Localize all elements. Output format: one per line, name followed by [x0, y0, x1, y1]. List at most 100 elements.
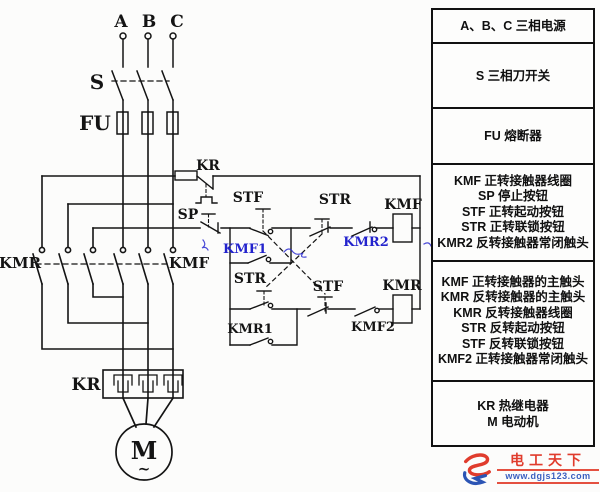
legend-line: KMR 反转接触器线圈: [453, 305, 573, 320]
kmr-coil-label: KMR: [382, 278, 422, 294]
terminal-b: [144, 32, 152, 40]
thermal-relay-contact-kr: KR: [174, 158, 421, 310]
kmf1-terminal: [265, 256, 272, 263]
str-nc-blade: [309, 221, 331, 237]
sp-nc-blade: [200, 221, 221, 234]
stf-no-label: STF: [233, 190, 264, 206]
terminal-c: [169, 32, 177, 40]
terminal-a: [119, 32, 127, 40]
kmf2-terminal: [374, 307, 380, 314]
legend-line: KMR2 反转接触器常闭触头: [437, 235, 589, 250]
legend-section-fuse: FU 熔断器: [433, 107, 593, 163]
legend-section-reverse-control: KMF 正转接触器的主触头 KMR 反转接触器的主触头 KMR 反转接触器线圈 …: [433, 260, 593, 380]
kmr2-blade: [351, 221, 373, 237]
kr-heater-box: [102, 369, 184, 399]
kmr1-terminal: [267, 338, 274, 345]
rev-interlock-stf-nc: STF: [307, 279, 356, 317]
mech-link-dashes: [262, 230, 326, 295]
kmf1-blade: [247, 254, 267, 264]
str-no-blade: [249, 301, 269, 310]
reverse-main-contacts-kmr: KMR: [0, 246, 174, 350]
legend-line: KMR 反转接触器的主触头: [440, 290, 586, 304]
motor-label: M: [131, 436, 158, 465]
kmf-coil-label: KMF: [384, 197, 422, 213]
watermark: 电工天下 www.dgjs123.com: [461, 446, 599, 491]
legend-line: SP 停止按钮: [478, 189, 548, 204]
contactor-feed-taps: [41, 175, 201, 248]
kmf-contact-blades: [113, 253, 174, 285]
legend-section-switch: S 三相刀开关: [433, 42, 593, 107]
phase-lower-lines: [122, 283, 174, 399]
kmf2-blade: [354, 306, 376, 317]
legend-line: KR 热继电器: [477, 398, 549, 413]
supply-leads: [122, 38, 174, 68]
kmf-main-label: KMF: [169, 254, 210, 272]
tap-verticals: [41, 175, 94, 248]
legend-line: STF 正转起动按钮: [461, 204, 565, 219]
rev-start-button-str: STR: [229, 271, 311, 310]
str-nc-label: STR: [319, 192, 352, 208]
str-no-label: STR: [234, 271, 267, 287]
fwd-coil-kmf: KMF: [384, 197, 422, 243]
legend-line: STF 反转联锁按钮: [461, 336, 565, 351]
kmf1-right-lead: [269, 227, 292, 264]
kr-heater-elements: [113, 374, 183, 393]
legend-line: KMF 正转接触器线圈: [453, 173, 573, 188]
kmf2-label: KMF2: [351, 320, 395, 335]
three-phase-supply: A B C: [113, 12, 184, 68]
legend-table: A、B、C 三相电源 S 三相刀开关 FU 熔断器 KMF 正转接触器线圈 SP…: [431, 8, 595, 447]
knife-switch-s: S: [90, 70, 174, 113]
watermark-logo-icon: [462, 452, 491, 485]
legend-line: A、B、C 三相电源: [460, 19, 566, 33]
watermark-site-name: 电工天下: [510, 452, 586, 468]
phase-lines: [122, 111, 174, 399]
str-no-terminal: [267, 302, 274, 309]
legend-line: KMF2 正转接触器常闭触头: [437, 352, 588, 366]
legend-line: M 电动机: [487, 414, 539, 429]
legend-line: FU 熔断器: [484, 129, 542, 143]
legend-line: STR 正转联锁按钮: [461, 220, 565, 235]
watermark-site-url[interactable]: www.dgjs123.com: [497, 469, 599, 484]
kmf-contact2-terminal: [144, 246, 152, 254]
phase-b-label: B: [142, 12, 156, 32]
legend-line: KMF 正转接触器的主触头: [441, 274, 585, 289]
fwd-hold-contact-kmf1: KMF1: [223, 227, 292, 264]
kr-contact-label: KR: [196, 158, 220, 174]
motor-m: M ~: [115, 396, 175, 481]
phase-c-label: C: [170, 12, 184, 32]
kmf-contact3-terminal: [169, 246, 177, 254]
kmr-contact2-terminal: [64, 246, 72, 254]
legend-line: S 三相刀开关: [475, 68, 551, 83]
kmr1-blade: [249, 337, 269, 346]
legend-section-supply: A、B、C 三相电源: [433, 10, 593, 42]
kr-heater-label: KR: [72, 375, 102, 395]
kr-release-symbol: [195, 196, 218, 204]
motor-leads: [121, 396, 175, 429]
forward-main-contacts-kmf: KMF: [113, 246, 210, 285]
kmr-contact-blades: [32, 253, 94, 285]
kr-nc-blade: [196, 175, 214, 190]
kmf1-label: KMF1: [223, 242, 267, 257]
legend-line: STR 反转起动按钮: [461, 321, 565, 335]
switch-lower-leads: [122, 99, 174, 113]
kmf-contact1-terminal: [119, 246, 127, 254]
stf-nc-label: STF: [313, 279, 344, 295]
kmr2-terminal: [371, 226, 378, 233]
stf-no-blade: [249, 227, 269, 237]
kmr-contact1-terminal: [38, 246, 46, 254]
motor-circle: [115, 423, 173, 481]
rev-coil-kmr: KMR: [382, 278, 422, 324]
rev-nc-contact-kmr2: KMR2: [343, 221, 394, 250]
kmr-coil-rect: [392, 294, 413, 324]
switch-blades: [111, 70, 174, 101]
motor-tilde: ~: [138, 460, 151, 478]
knife-switch-label: S: [90, 70, 104, 94]
phase-a-label: A: [113, 12, 128, 32]
kmr-contact3-terminal: [89, 246, 97, 254]
fuse-group-fu: FU: [79, 111, 179, 135]
fuse-label: FU: [79, 111, 111, 135]
fwd-interlock-str-nc: STR: [309, 192, 353, 237]
legend-section-relay-motor: KR 热继电器 M 电动机: [433, 380, 593, 445]
